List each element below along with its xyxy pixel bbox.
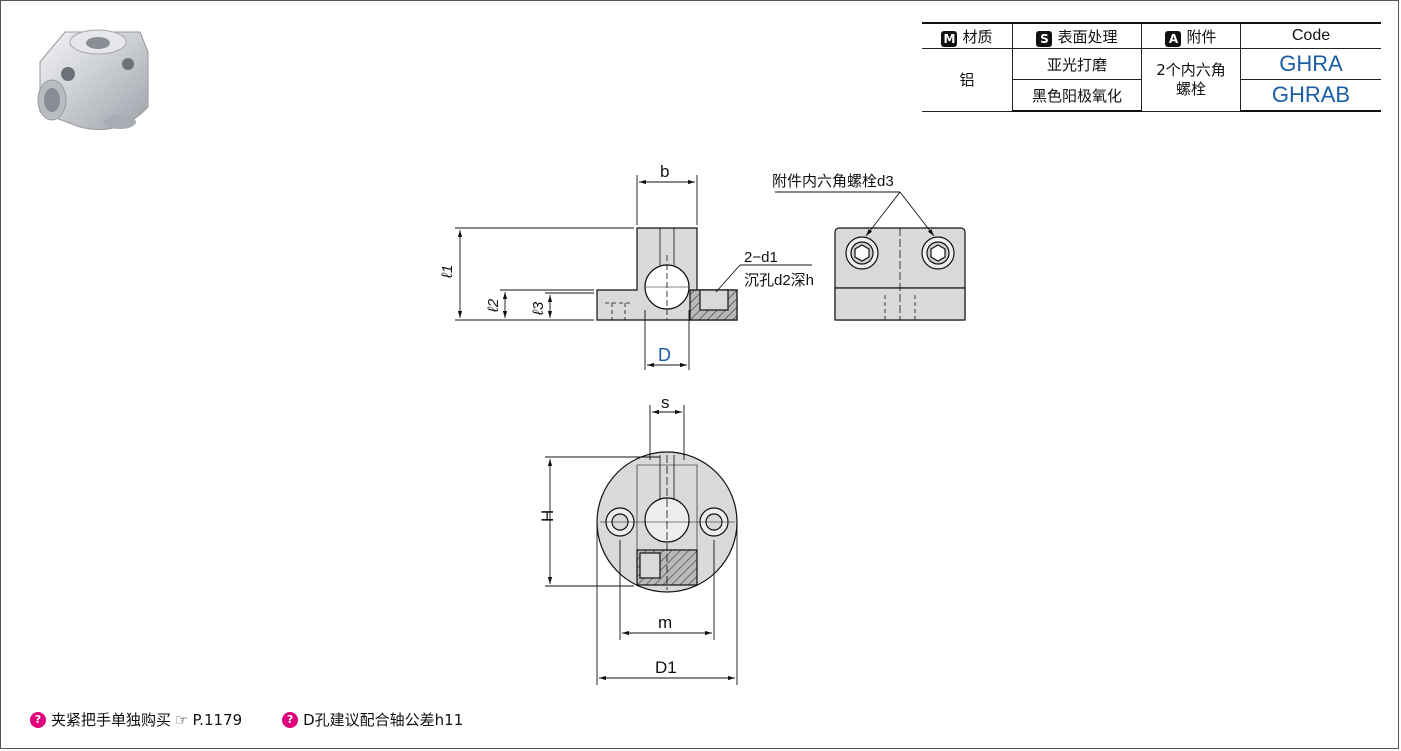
- front-view: [596, 227, 738, 321]
- note-2: ? D孔建议配合轴公差h11: [282, 709, 463, 730]
- label-l1: ℓ1: [439, 265, 456, 279]
- label-l2: ℓ2: [485, 298, 502, 313]
- label-D: D: [658, 345, 671, 365]
- bolt-leader: [775, 191, 935, 237]
- page-ref-link[interactable]: P.1179: [192, 710, 243, 729]
- surface-value-2: 黑色阳极氧化: [1012, 79, 1142, 112]
- accessory-value: 2个内六角螺栓: [1141, 48, 1241, 112]
- surface-badge-icon: S: [1036, 30, 1053, 47]
- label-b: b: [660, 162, 669, 181]
- surface-value-1: 亚光打磨: [1012, 48, 1142, 80]
- label-2d1: 2−d1: [744, 249, 778, 266]
- label-D1: D1: [655, 658, 677, 677]
- front-dimensions: [455, 175, 812, 370]
- code-value-2[interactable]: GHRAB: [1240, 79, 1381, 112]
- accessory-badge-icon: A: [1165, 30, 1182, 47]
- material-badge-icon: M: [941, 30, 958, 47]
- side-view: [834, 227, 966, 321]
- note-1: ? 夹紧把手单独购买 ☞ P.1179: [30, 709, 242, 730]
- info-pin-icon: ?: [282, 711, 299, 728]
- code-value-1[interactable]: GHRA: [1240, 48, 1381, 80]
- label-bolt: 附件内六角螺栓d3: [772, 173, 894, 190]
- top-view: [596, 451, 738, 593]
- header-code: Code: [1240, 22, 1381, 49]
- label-m: m: [658, 613, 672, 632]
- label-l3: ℓ3: [530, 301, 547, 316]
- info-pin-icon: ?: [30, 711, 46, 728]
- label-H: H: [538, 510, 557, 522]
- material-value: 铝: [922, 48, 1013, 112]
- label-s: s: [661, 393, 670, 412]
- notes: ? 夹紧把手单独购买 ☞ P.1179 ? D孔建议配合轴公差h11: [30, 709, 463, 730]
- product-photo: [37, 29, 149, 130]
- top-dimensions: [545, 405, 738, 685]
- pointing-hand-icon: ☞: [175, 710, 189, 729]
- label-counterbore: 沉孔d2深h: [744, 272, 814, 289]
